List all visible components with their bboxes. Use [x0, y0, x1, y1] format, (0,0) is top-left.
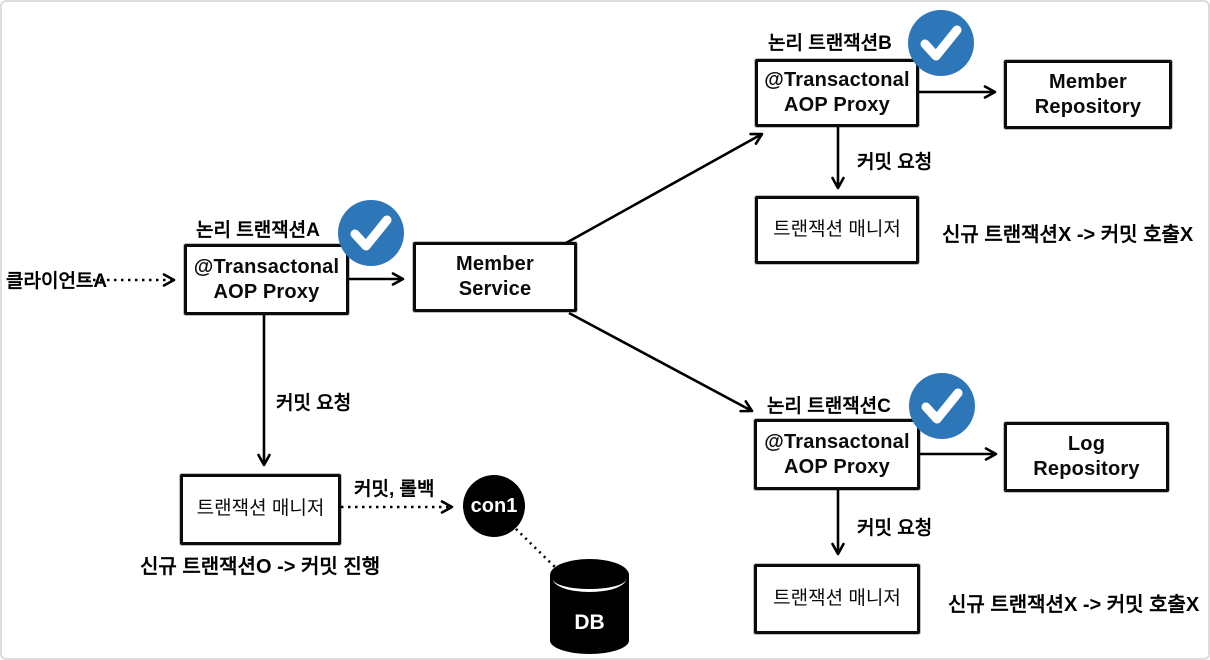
db-label: DB: [574, 611, 605, 634]
box-member-repository: Member Repository: [1004, 60, 1172, 129]
box-transaction-manager-a: 트랜잭션 매니저: [180, 474, 341, 545]
box-aop-proxy-a: @Transactonal AOP Proxy: [184, 244, 349, 315]
tx-a-result: 신규 트랜잭션O -> 커밋 진행: [140, 556, 381, 578]
member-service-line1: Member: [456, 253, 534, 275]
arrow-member-service-to-proxy-c: [568, 311, 754, 413]
check-badge-c: [909, 373, 975, 439]
aop-proxy-c-line2: AOP Proxy: [784, 455, 890, 478]
commit-rollback-label: 커밋, 롤백: [354, 479, 435, 500]
tx-b-title: 논리 트랜잭션B: [768, 33, 892, 54]
box-aop-proxy-c: @Transactonal AOP Proxy: [754, 419, 920, 490]
check-badge-b: [908, 10, 974, 76]
transaction-manager-b-label: 트랜잭션 매니저: [773, 218, 901, 240]
tx-a-title: 논리 트랜잭션A: [196, 220, 320, 241]
check-icon: [921, 388, 963, 424]
commit-request-label-a: 커밋 요청: [276, 393, 352, 414]
commit-request-label-c: 커밋 요청: [857, 518, 933, 539]
tx-c-title: 논리 트랜잭션C: [767, 396, 891, 417]
commit-request-label-b: 커밋 요청: [857, 152, 933, 173]
box-member-service: Member Service: [413, 242, 577, 312]
client-a-label: 클라이언트A: [6, 271, 108, 292]
aop-proxy-b-line2: AOP Proxy: [784, 94, 890, 116]
box-transaction-manager-b: 트랜잭션 매니저: [755, 196, 919, 264]
check-icon: [920, 25, 962, 61]
log-repository-line2: Repository: [1033, 458, 1140, 480]
log-repository-line1: Log: [1067, 433, 1106, 455]
connection-con1: con1: [463, 475, 525, 537]
db-cylinder-icon: DB: [550, 559, 629, 654]
aop-proxy-b-line1: @Transactonal: [764, 69, 910, 91]
transaction-manager-c-label: 트랜잭션 매니저: [773, 587, 901, 609]
check-icon: [350, 215, 392, 251]
arrow-member-service-to-proxy-b: [565, 132, 764, 245]
aop-proxy-a-line1: @Transactonal: [193, 255, 340, 278]
box-log-repository: Log Repository: [1004, 422, 1169, 492]
transaction-manager-a-label: 트랜잭션 매니저: [196, 498, 325, 520]
box-transaction-manager-c: 트랜잭션 매니저: [754, 564, 920, 634]
aop-proxy-a-line2: AOP Proxy: [213, 280, 320, 303]
tx-c-result: 신규 트랜잭션X -> 커밋 호출X: [948, 594, 1200, 616]
member-service-line2: Service: [458, 278, 532, 300]
tx-b-result: 신규 트랜잭션X -> 커밋 호출X: [942, 224, 1194, 246]
member-repository-line1: Member: [1049, 70, 1127, 93]
aop-proxy-c-line1: @Transactonal: [764, 430, 910, 453]
box-aop-proxy-b: @Transactonal AOP Proxy: [755, 59, 919, 127]
member-repository-line2: Repository: [1034, 95, 1142, 118]
check-badge-a: [338, 200, 404, 266]
